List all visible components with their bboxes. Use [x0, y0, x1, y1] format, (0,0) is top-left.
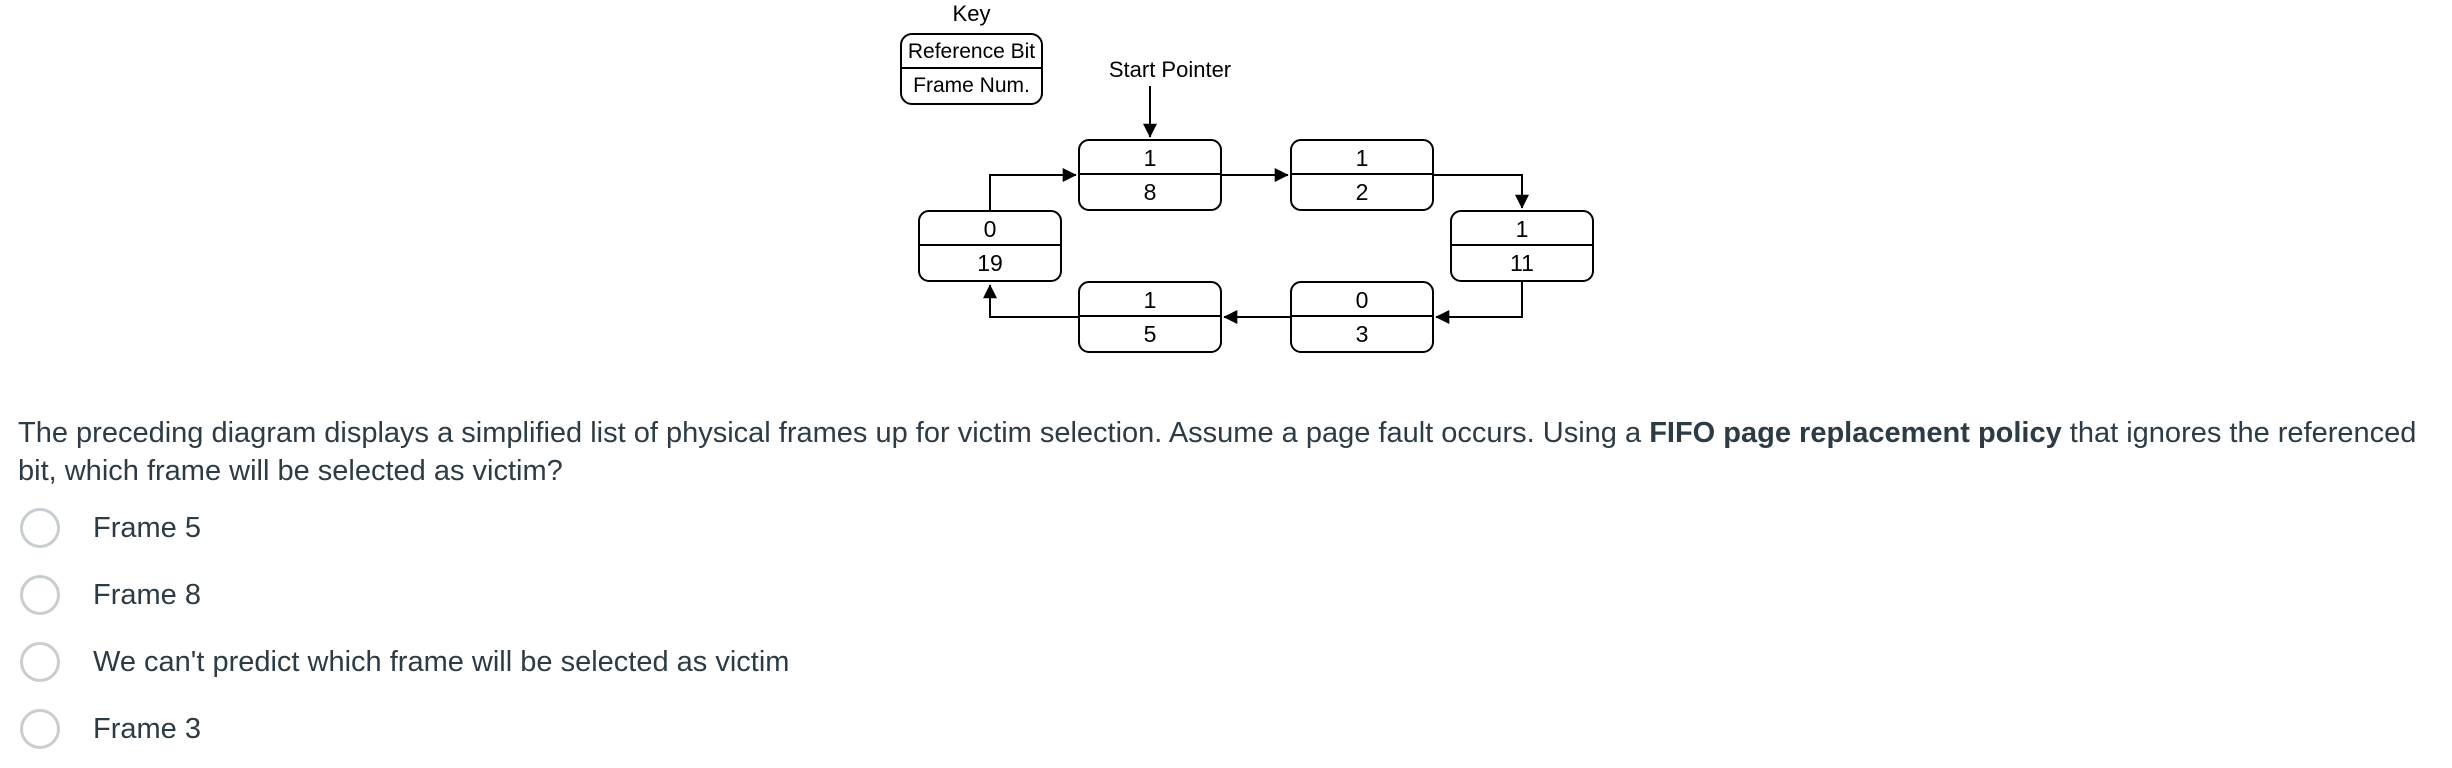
- frame-19-reference-bit: 0: [920, 212, 1060, 246]
- radio-button-frame-5[interactable]: [20, 508, 60, 548]
- radio-button-frame-3[interactable]: [20, 709, 60, 749]
- option-label-frame-8: Frame 8: [93, 578, 201, 611]
- frame-3-reference-bit: 0: [1292, 283, 1432, 317]
- start-pointer-label: Start Pointer: [1108, 57, 1232, 82]
- option-label-cant-predict: We can't predict which frame will be sel…: [93, 645, 790, 678]
- frame-box-2: 1 2: [1290, 139, 1434, 211]
- diagram-connector-arrows: [983, 86, 1529, 324]
- arrow-5-to-19: [983, 284, 1078, 318]
- question-text: The preceding diagram displays a simplif…: [18, 414, 2438, 490]
- key-frame-num-label: Frame Num.: [913, 74, 1030, 97]
- frame-5-reference-bit: 1: [1080, 283, 1220, 317]
- frame-2-reference-bit: 1: [1292, 141, 1432, 175]
- arrow-19-to-8: [989, 168, 1077, 210]
- answer-option-frame-3[interactable]: Frame 3: [20, 709, 201, 749]
- answer-option-cant-predict[interactable]: We can't predict which frame will be sel…: [20, 642, 789, 682]
- frame-box-19: 0 19: [918, 210, 1062, 282]
- radio-button-frame-8[interactable]: [20, 575, 60, 615]
- frame-11-reference-bit: 1: [1452, 212, 1592, 246]
- arrow-2-to-11: [1434, 174, 1529, 209]
- frame-box-11: 1 11: [1450, 210, 1594, 282]
- frame-8-reference-bit: 1: [1080, 141, 1220, 175]
- frame-19-number: 19: [977, 250, 1003, 276]
- key-title: Key: [952, 1, 991, 26]
- key-reference-bit-label: Reference Bit: [902, 35, 1041, 69]
- arrow-11-to-3: [1435, 282, 1523, 324]
- question-text-end: that ignores the referenced bit, which f…: [18, 417, 2417, 487]
- option-label-frame-5: Frame 5: [93, 511, 201, 544]
- frame-11-number: 11: [1510, 250, 1534, 276]
- frame-box-3: 0 3: [1290, 281, 1434, 353]
- radio-button-cant-predict[interactable]: [20, 642, 60, 682]
- option-label-frame-3: Frame 3: [93, 712, 201, 745]
- frames-diagram: Key Reference Bit Frame Num. Start Point…: [900, 1, 1594, 353]
- frame-5-number: 5: [1143, 321, 1157, 347]
- answer-option-frame-5[interactable]: Frame 5: [20, 508, 201, 548]
- frame-2-number: 2: [1355, 179, 1369, 205]
- frame-box-5: 1 5: [1078, 281, 1222, 353]
- key-legend-box: Reference Bit Frame Num.: [900, 33, 1043, 105]
- frame-3-number: 3: [1355, 321, 1369, 347]
- question-bold-fifo-policy: FIFO page replacement policy: [1649, 417, 2062, 449]
- frame-8-number: 8: [1143, 179, 1157, 205]
- answer-option-frame-8[interactable]: Frame 8: [20, 575, 201, 615]
- frame-box-8: 1 8: [1078, 139, 1222, 211]
- question-text-start: The preceding diagram displays a simplif…: [18, 417, 1650, 449]
